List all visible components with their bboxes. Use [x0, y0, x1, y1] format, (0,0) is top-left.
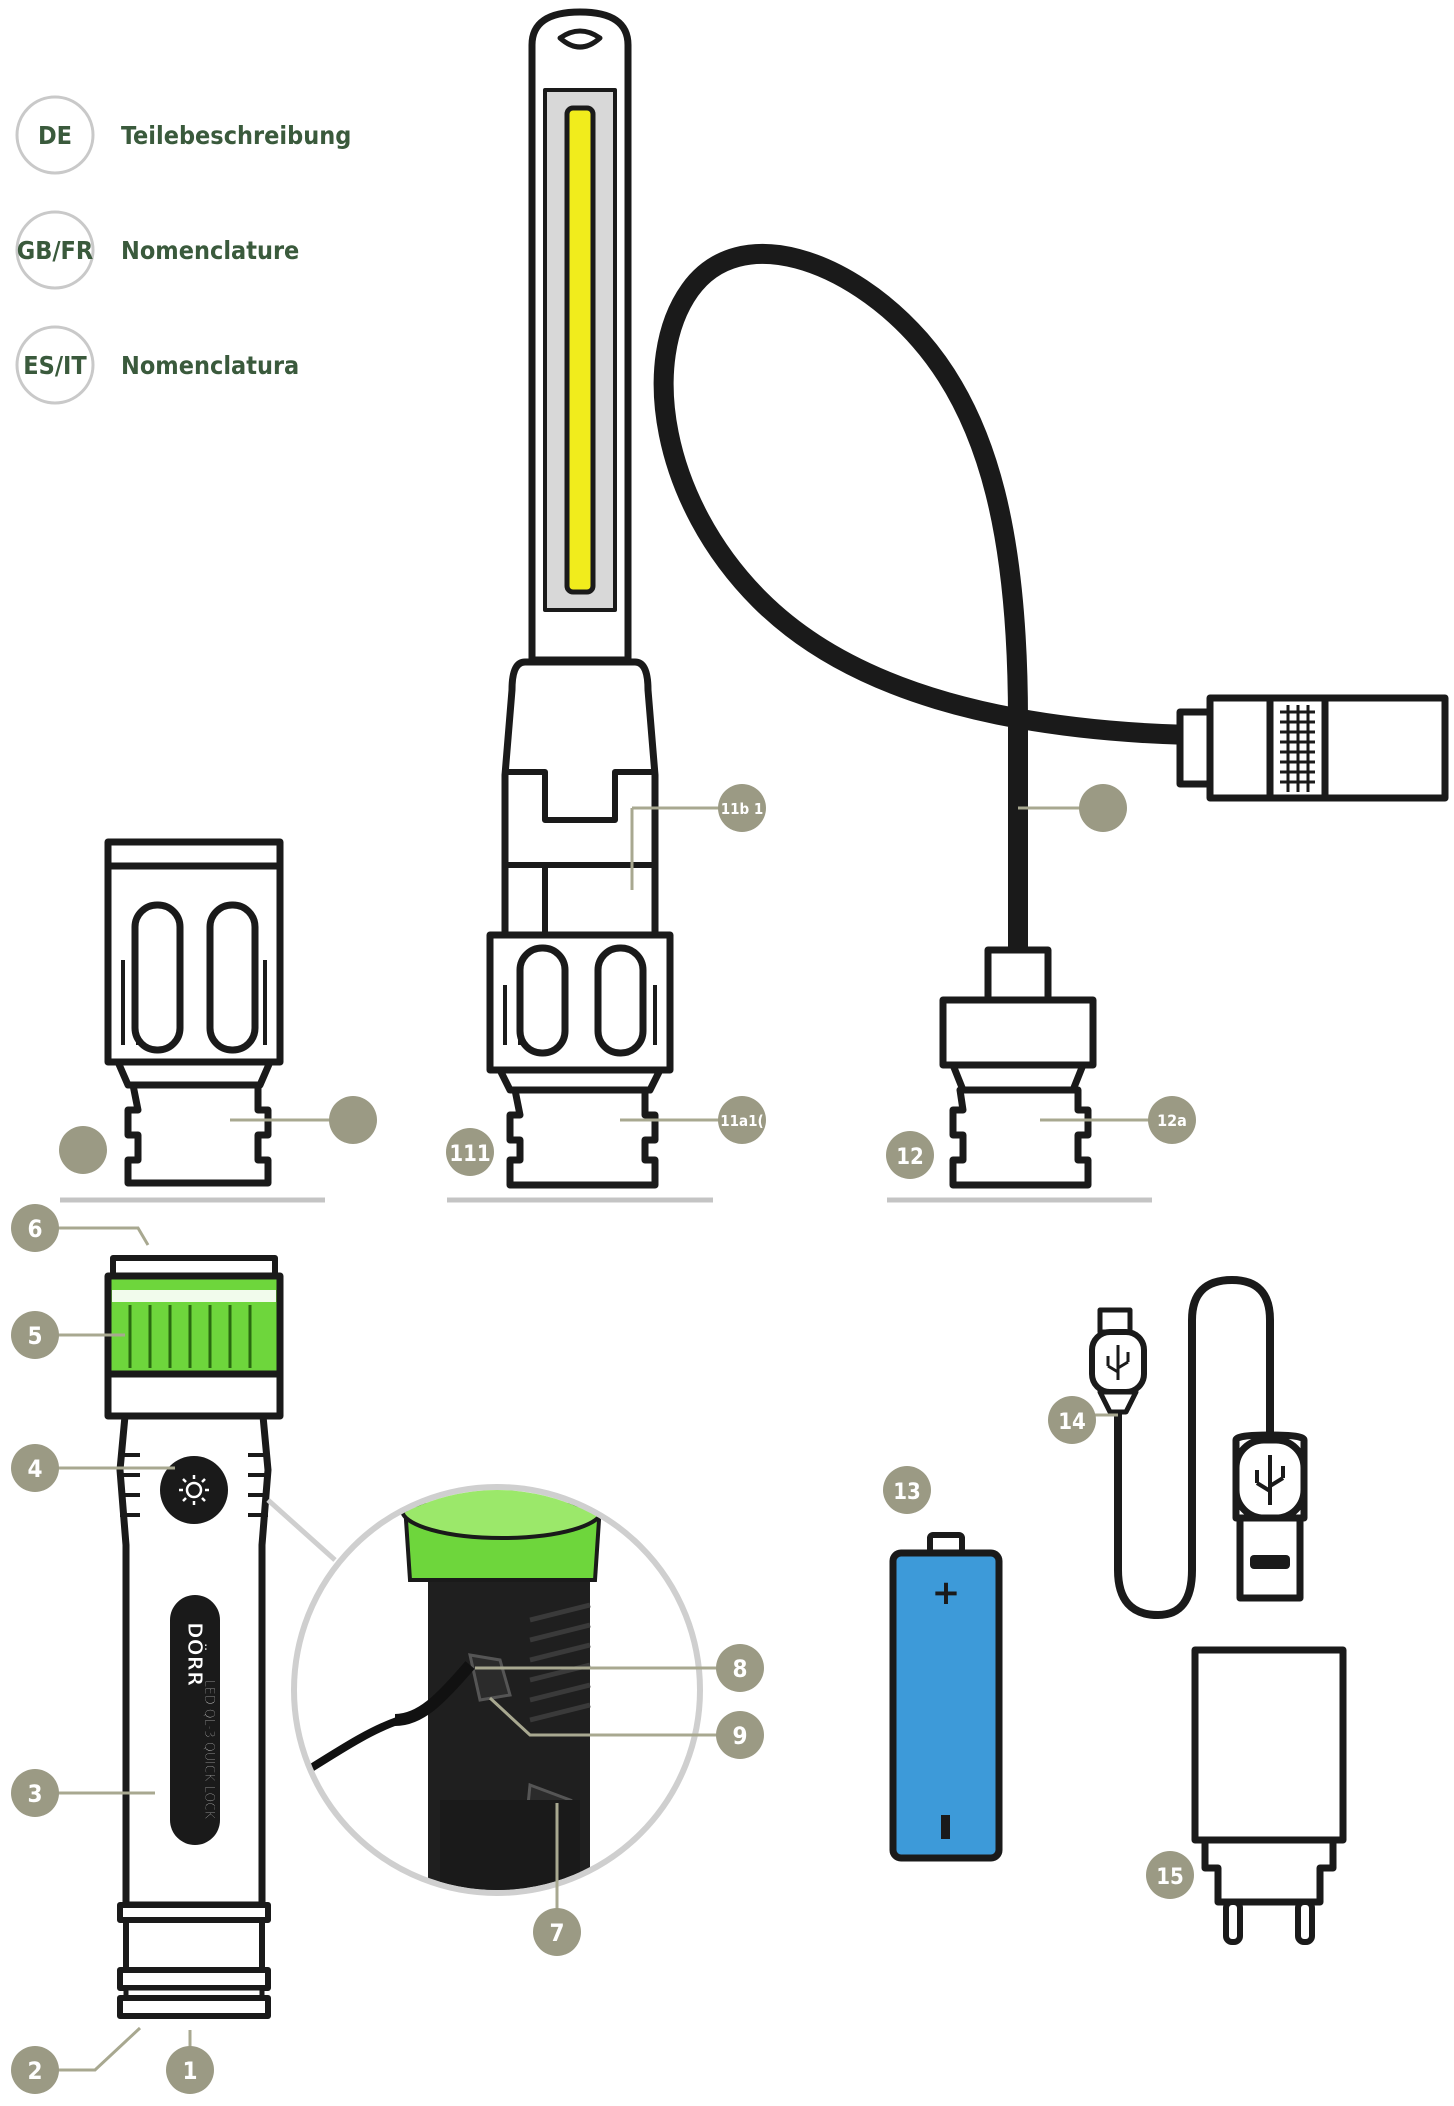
language-item-es-it: ES/IT Nomenclatura [15, 325, 299, 405]
brand-name: DÖRR [183, 1622, 207, 1686]
callout-12: 12 [886, 1131, 934, 1179]
svg-text:1: 1 [182, 2057, 197, 2085]
callout-3: 3 [11, 1769, 59, 1817]
language-label: Nomenclature [121, 236, 299, 265]
language-code: GB/FR [17, 236, 94, 265]
callout-11b: 11b 1 [718, 784, 766, 832]
callout-11: 111 [446, 1128, 494, 1176]
sun-icon [179, 1475, 209, 1505]
usb-icon [1255, 1455, 1285, 1505]
svg-text:11b 1: 11b 1 [721, 800, 764, 818]
callout-9: 9 [716, 1711, 764, 1759]
svg-text:14: 14 [1058, 1410, 1086, 1435]
svg-text:111: 111 [449, 1142, 490, 1167]
language-item-de: DE Teilebeschreibung [15, 95, 351, 175]
svg-text:8: 8 [732, 1655, 747, 1683]
model-name: LED QL-3 QUICK LOCK [201, 1680, 217, 1820]
svg-text:12a: 12a [1157, 1111, 1187, 1130]
callout-6: 6 [11, 1204, 59, 1252]
power-button [160, 1456, 228, 1524]
svg-text:4: 4 [27, 1455, 42, 1483]
callout-13: 13 [883, 1466, 931, 1514]
callout-14: 14 [1048, 1396, 1096, 1444]
svg-text:5: 5 [27, 1322, 42, 1350]
svg-text:12: 12 [896, 1145, 924, 1170]
callout-2: 2 [11, 2046, 59, 2094]
svg-text:7: 7 [549, 1919, 564, 1947]
minus-sign [941, 1815, 950, 1839]
battery: + [889, 1532, 1003, 1862]
usb-cable [1089, 1276, 1308, 1619]
svg-text:3: 3 [27, 1780, 42, 1808]
plus-sign: + [932, 1573, 961, 1613]
callout-11a: 11a1( [718, 1096, 766, 1144]
svg-text:9: 9 [732, 1722, 747, 1750]
language-label: Teilebeschreibung [121, 121, 351, 150]
svg-text:13: 13 [893, 1480, 921, 1505]
language-label: Nomenclatura [121, 351, 299, 380]
brand-label [170, 1595, 220, 1845]
gooseneck-adapter [653, 244, 1449, 1189]
leader-lines [55, 806, 1150, 2072]
language-code: ES/IT [23, 351, 87, 380]
magnetic-base-adapter [104, 838, 284, 1187]
callout-1: 1 [166, 2046, 214, 2094]
language-legend: DE Teilebeschreibung GB/FR Nomenclature … [15, 95, 351, 405]
usb-icon [1106, 1345, 1130, 1380]
callout-7: 7 [533, 1908, 581, 1956]
callouts: 111 11a1( 11b 1 12 12a 6 5 4 3 2 1 8 9 7… [11, 784, 1196, 2094]
wand-coupling [486, 931, 674, 1189]
language-code: DE [38, 121, 72, 150]
callout-5: 5 [11, 1311, 59, 1359]
cob-led-strip [564, 105, 596, 595]
language-item-gb-fr: GB/FR Nomenclature [15, 210, 299, 290]
svg-text:15: 15 [1156, 1865, 1184, 1890]
callout-4: 4 [11, 1444, 59, 1492]
callout-15: 15 [1146, 1851, 1194, 1899]
work-lamp-wand [501, 8, 659, 939]
svg-text:11a1(: 11a1( [720, 1112, 763, 1130]
charging-port-detail [266, 1484, 720, 1910]
callout-12a: 12a [1148, 1096, 1196, 1144]
power-adapter [1191, 1646, 1347, 1945]
flashlight: DÖRR LED QL-3 QUICK LOCK [104, 1255, 284, 2019]
svg-text:6: 6 [27, 1215, 42, 1243]
svg-text:2: 2 [27, 2057, 42, 2085]
callout-8: 8 [716, 1644, 764, 1692]
